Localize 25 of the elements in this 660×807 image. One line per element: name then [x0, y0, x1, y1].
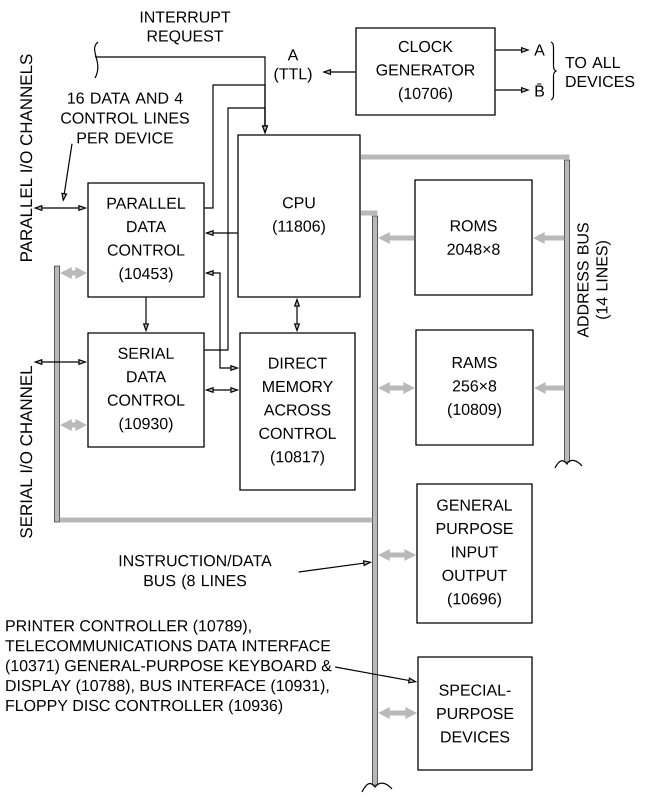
component-box: SERIAL DATA CONTROL (10930) — [87, 332, 205, 448]
channel-label: PARALLEL I/O CHANNELS — [20, 54, 32, 261]
edge-label: INTERRUPT REQUEST — [140, 12, 230, 44]
component-box: GENERAL PURPOSE INPUT OUTPUT (10696) — [416, 483, 533, 624]
bus-line — [60, 518, 372, 522]
annotation-text: INSTRUCTION/DATA BUS (8 LINES — [120, 554, 272, 590]
channel-label: SERIAL I/O CHANNEL — [20, 366, 32, 538]
component-box: RAMS 256×8 (10809) — [415, 329, 534, 446]
bus-line — [360, 154, 570, 160]
bus-label: ADDRESS BUS (14 LINES) — [577, 223, 611, 338]
arrow — [204, 107, 268, 351]
annotation-text: 16 DATA AND 4 CONTROL LINES PER DEVICE — [61, 92, 189, 144]
edge-label: A (TTL) — [274, 49, 312, 83]
component-box: PARALLEL DATA CONTROL (10453) — [87, 182, 205, 298]
edge-label: B̄ — [536, 84, 544, 97]
component-box: CLOCK GENERATOR (10706) — [355, 27, 496, 116]
label: TO ALL DEVICES — [565, 56, 634, 88]
component-box: CPU (11806) — [237, 134, 361, 298]
bus-bar — [564, 160, 570, 462]
component-box: ROMS 2048×8 — [414, 179, 533, 296]
edge-label: A — [534, 44, 545, 56]
component-box: SPECIAL-PURPOSE DEVICES — [417, 656, 533, 771]
bus-line — [360, 210, 378, 216]
component-box: DIRECT MEMORY ACROSS CONTROL (10817) — [239, 332, 356, 491]
annotation-text: PRINTER CONTROLLER (10789), TELECOMMUNICATIONS DATA INTERFACE (10371) GENERAL-PURPOSE KEYBOARD & DISPLAY (10788), BUS INTERFACE (10931), FLOPPY DISC CONTROLLER (10936) — [5, 620, 332, 714]
